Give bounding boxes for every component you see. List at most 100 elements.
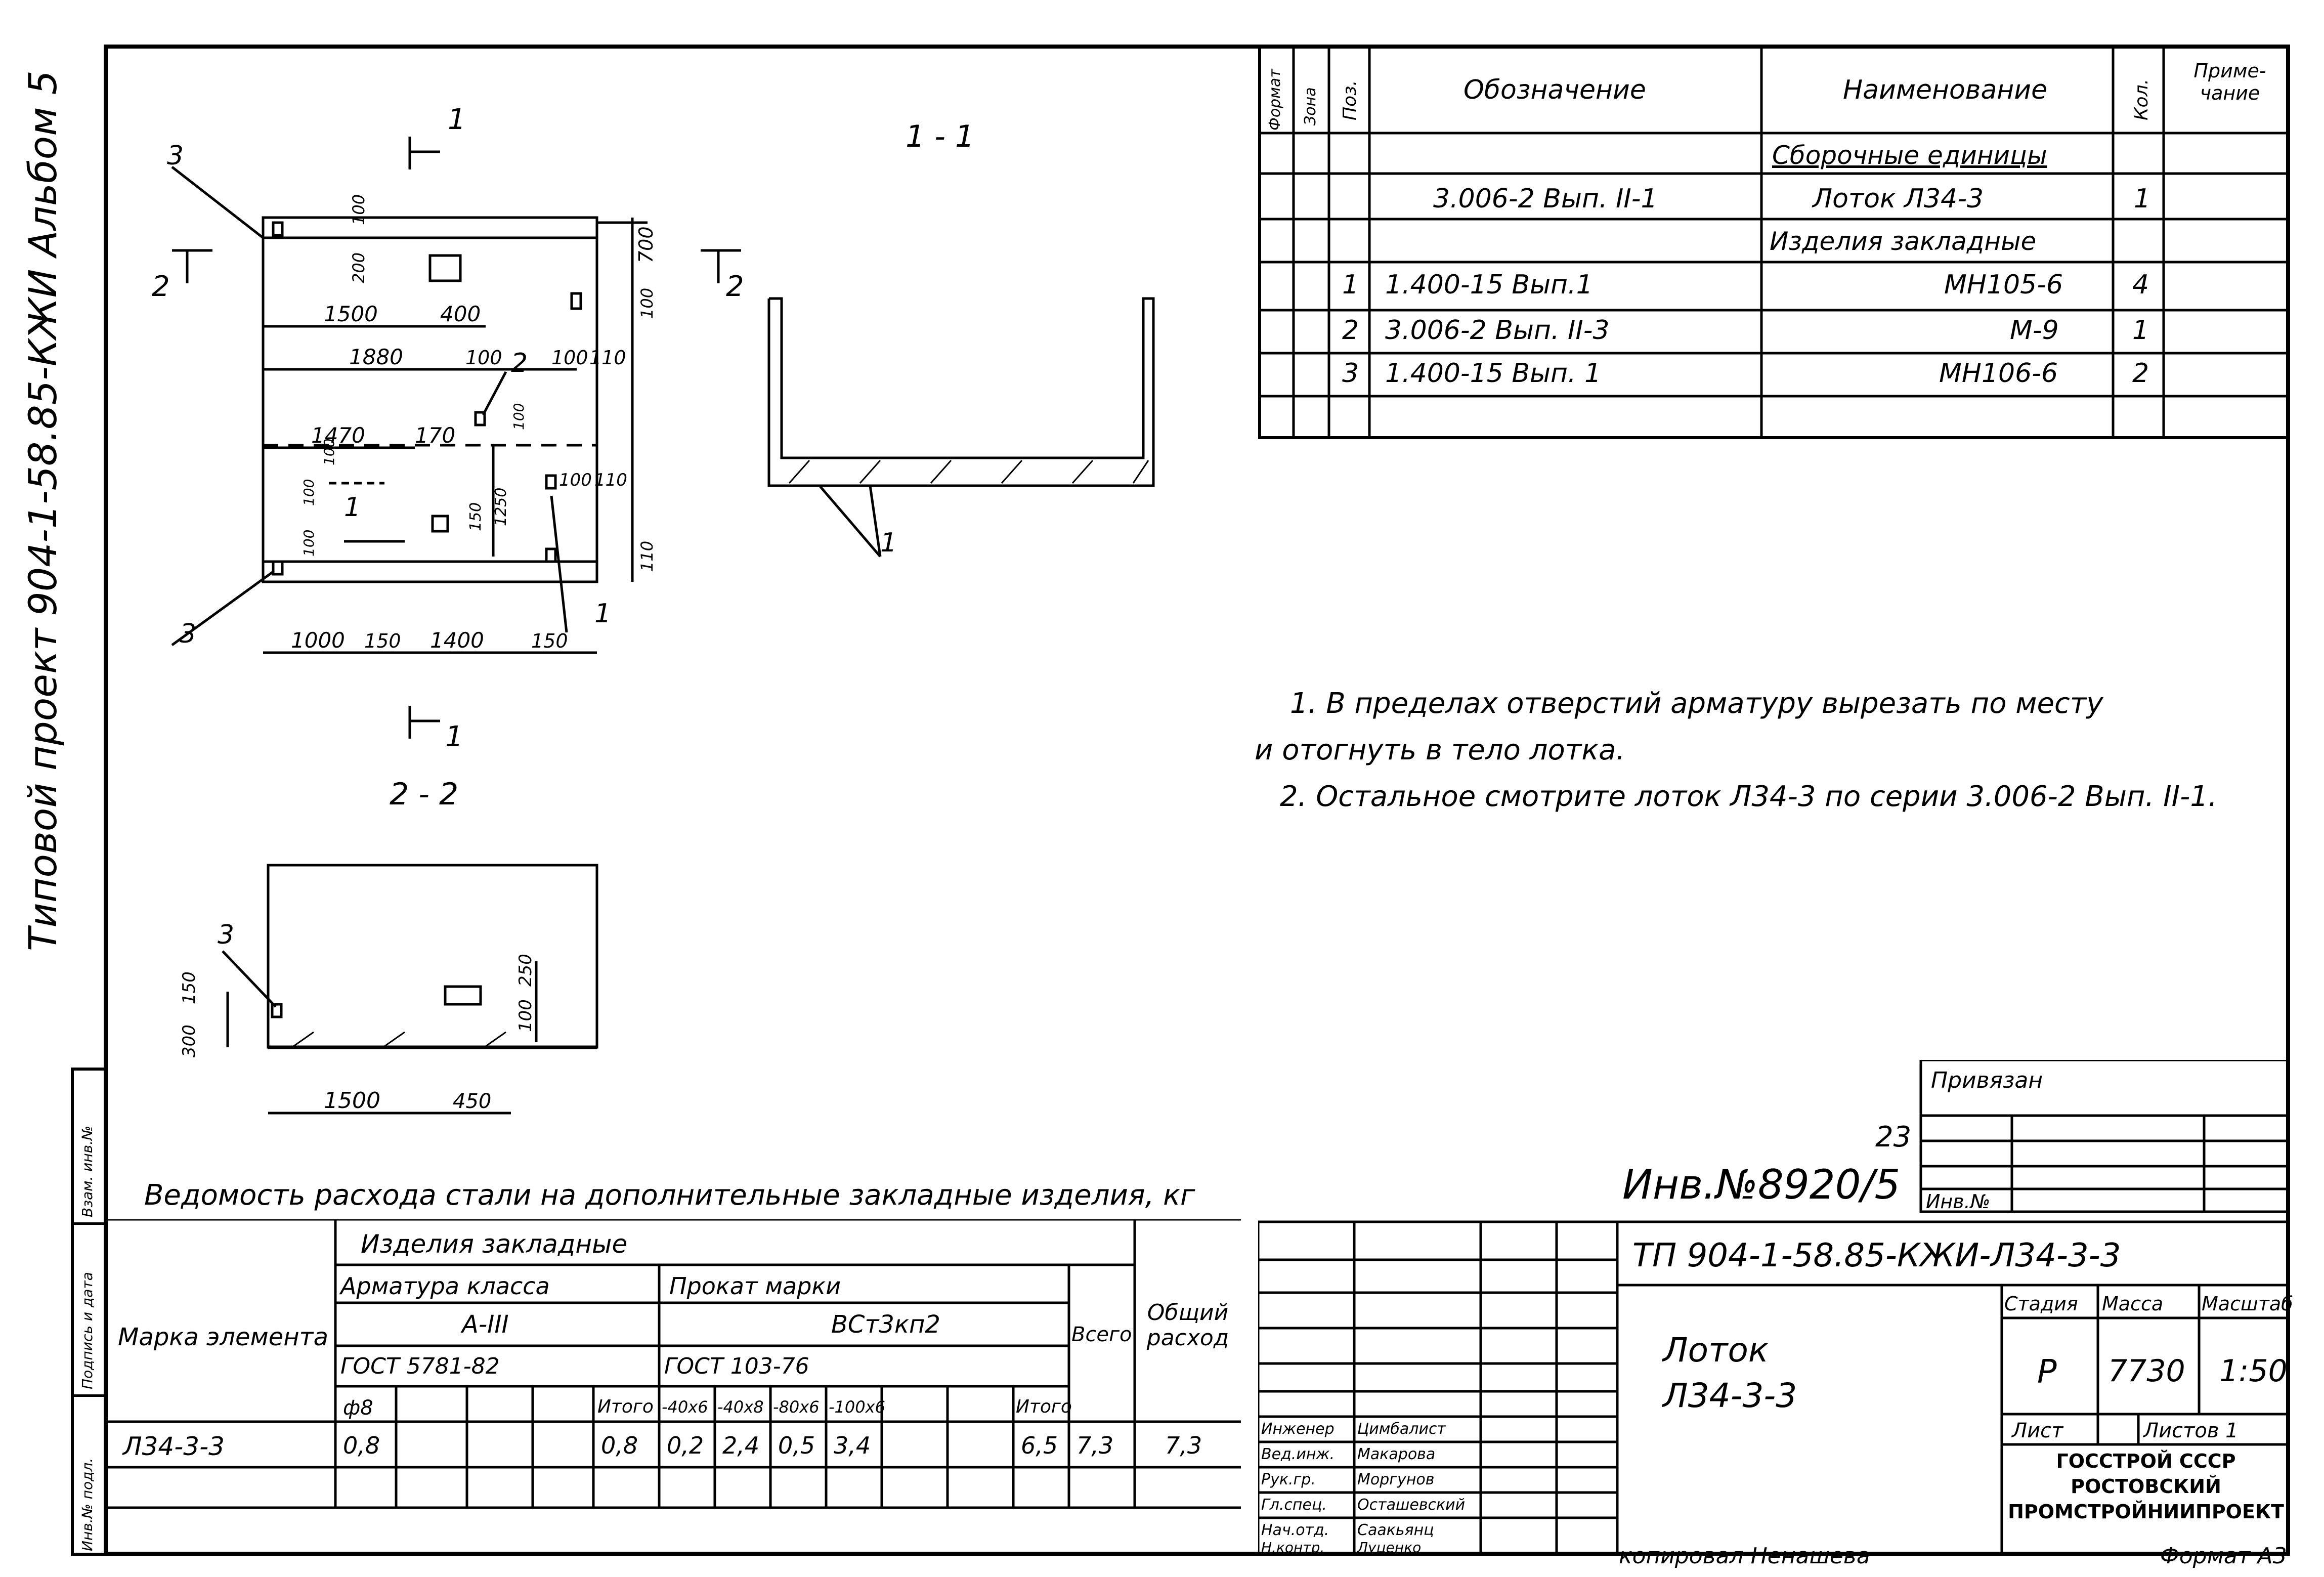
steel-cell: 2,4: [722, 1432, 760, 1459]
spec-header-zone: Зона: [1302, 87, 1319, 125]
steel-cell-total: 7,3: [1077, 1432, 1114, 1459]
note-line: и отогнуть в тело лотка.: [1255, 734, 1625, 766]
dim-text: 300: [179, 1025, 199, 1057]
dim-text: 100: [559, 470, 592, 490]
spec-row-designation: 1.400-15 Вып. 1: [1385, 358, 1602, 389]
spec-row-name: Лоток Л34-3: [1813, 184, 1984, 214]
note-line: 1. В пределах отверстий арматуру вырезат…: [1290, 687, 2103, 720]
dim-text: 200: [349, 252, 368, 283]
spec-row-pos: 3: [1342, 358, 1359, 389]
steel-subheader: -80x6: [773, 1397, 820, 1417]
steel-cell: 3,4: [834, 1432, 871, 1459]
steel-rolled-grade: ВСт3кп2: [831, 1310, 940, 1339]
steel-subheader: -100x6: [829, 1397, 885, 1417]
scale-value: 1:50: [2219, 1353, 2288, 1389]
callout-3-top: 3: [167, 141, 184, 171]
section-mark-1-top: 1: [448, 103, 466, 136]
staff-role: Н.контр.: [1261, 1539, 1325, 1556]
spec-header-designation: Обозначение: [1464, 75, 1646, 105]
steel-table-caption: Ведомость расхода стали на дополнительны…: [144, 1179, 1195, 1212]
sheets-label: Листов 1: [2143, 1419, 2239, 1442]
steel-rolled-gost: ГОСТ 103-76: [664, 1353, 809, 1379]
spec-row-qty: 4: [2132, 270, 2149, 300]
drawing-area: 1 1 2 2 1500 400 1880 100 100 110 700 20…: [152, 103, 1155, 1115]
title-block: Привязан 23 Инв.№8920/5 Инв.№ ТП 904-1-5…: [1258, 1060, 2293, 1556]
dim-text: 100: [300, 479, 317, 506]
steel-cell: 6,5: [1021, 1432, 1058, 1459]
dim-text: 400: [440, 302, 481, 326]
dim-text: 110: [589, 347, 626, 369]
dim-text: 100: [510, 403, 527, 430]
staff-name: Макарова: [1357, 1445, 1436, 1463]
callout-2: 2: [511, 348, 528, 378]
staff-name: Цимбалист: [1357, 1420, 1446, 1438]
spec-row-qty: 1: [2132, 315, 2149, 346]
dim-text: 100: [321, 439, 337, 465]
dim-text: 100: [465, 347, 502, 369]
dim-text: 150: [531, 630, 568, 652]
spec-header-name: Наименование: [1843, 75, 2048, 105]
steel-rolled-header: Прокат марки: [669, 1272, 841, 1300]
stamp-inv-original: Инв.№ подл.: [79, 1458, 96, 1551]
dim-text: 100: [349, 194, 368, 225]
steel-cell: 0,8: [601, 1432, 638, 1459]
steel-total-header: Всего: [1071, 1323, 1132, 1346]
inv-label: Инв.№: [1926, 1190, 1991, 1213]
dim-text: 450: [453, 1090, 491, 1113]
dim-text: 250: [515, 954, 536, 987]
callout-1-right: 1: [594, 599, 611, 629]
steel-subheader: Итого: [1016, 1396, 1072, 1417]
spec-header-note: Приме-чание: [2193, 60, 2266, 104]
section-2-2-callout: 3: [218, 920, 234, 950]
staff-name: Моргунов: [1357, 1471, 1435, 1488]
steel-armature-gost: ГОСТ 5781-82: [340, 1353, 500, 1379]
spec-row-name: М-9: [2010, 315, 2059, 346]
notes: 1. В пределах отверстий арматуру вырезат…: [1255, 680, 2217, 820]
spec-header-pos: Поз.: [1340, 80, 1360, 120]
steel-cell: 0,2: [667, 1432, 704, 1459]
steel-table: Изделия закладные Марка элемента Арматур…: [108, 1219, 1241, 1556]
specification-table: Формат Зона Поз. Обозначение Наименовани…: [1258, 45, 2290, 439]
steel-cell: 0,8: [343, 1432, 380, 1459]
org-line: РОСТОВСКИЙ: [2071, 1475, 2221, 1498]
steel-armature-header: Арматура класса: [340, 1272, 550, 1300]
section-1-1-title: 1 - 1: [906, 119, 974, 154]
dim-text: 110: [594, 470, 627, 490]
spec-row-pos: 2: [1342, 315, 1359, 346]
dim-text: 100: [551, 347, 588, 369]
staff-name: Осташевский: [1357, 1496, 1466, 1514]
spec-row-name: Сборочные единицы: [1772, 141, 2047, 170]
dim-text: 700: [635, 226, 657, 263]
dim-text: 150: [364, 630, 401, 652]
dim-text: 1400: [430, 628, 484, 653]
sheet-label: Лист: [2012, 1419, 2063, 1442]
steel-row-mark: Л34-3-3: [123, 1432, 225, 1461]
spec-row-qty: 1: [2134, 184, 2151, 214]
dim-text: 100: [637, 288, 657, 319]
dim-text: 1000: [291, 628, 345, 653]
stage-value: Р: [2037, 1353, 2057, 1391]
dim-text: 100: [515, 999, 536, 1032]
staff-role: Нач.отд.: [1261, 1521, 1329, 1539]
drawing-name-line2: Л34-3-3: [1663, 1376, 1797, 1415]
steel-armature-class: А-III: [462, 1310, 509, 1339]
org-line: ПРОМСТРОЙНИИПРОЕКТ: [2008, 1501, 2284, 1523]
staff-role: Вед.инж.: [1261, 1445, 1335, 1463]
steel-overall-header: Общий расход: [1146, 1300, 1229, 1351]
dim-text: 100: [300, 530, 317, 557]
sheet-no-field: 23: [1875, 1121, 1912, 1154]
dim-text: 110: [637, 541, 657, 572]
spec-row-designation: 1.400-15 Вып.1: [1385, 270, 1593, 300]
drawing-code: ТП 904-1-58.85-КЖИ-Л34-3-3: [1632, 1237, 2121, 1274]
col-scale: Масштаб: [2202, 1293, 2293, 1315]
section-1-1-callout: 1: [880, 528, 897, 558]
steel-group-header: Изделия закладные: [361, 1229, 628, 1259]
inv-number: Инв.№8920/5: [1622, 1161, 1901, 1208]
spec-row-pos: 1: [1342, 270, 1359, 300]
dim-text: 1250: [492, 488, 510, 526]
spec-header-format: Формат: [1266, 69, 1284, 131]
section-mark-2-right: 2: [726, 270, 744, 303]
note-line: 2. Остальное смотрите лоток Л34-3 по сер…: [1280, 780, 2217, 813]
staff-name: Луценко: [1357, 1539, 1422, 1556]
col-stage: Стадия: [2004, 1293, 2078, 1315]
